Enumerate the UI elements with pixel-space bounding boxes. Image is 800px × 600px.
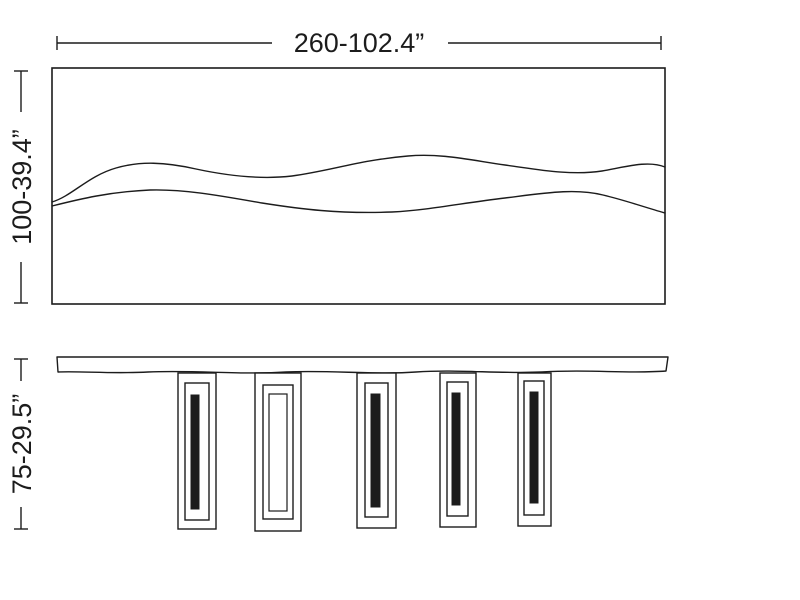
table-leg-5 [517, 372, 552, 527]
tabletop-outline [51, 67, 666, 305]
live-edge-upper-line [51, 154, 666, 203]
depth-dimension-label: 100-39.4” [7, 129, 37, 245]
depth-dimension: 100-39.4” [7, 70, 37, 304]
top-view [51, 67, 666, 305]
leg-core-slat [370, 393, 381, 508]
width-dimension-label: 260-102.4” [294, 28, 425, 58]
height-dimension: 75-29.5” [7, 358, 37, 530]
leg-core-slat [190, 394, 200, 510]
table-leg-3 [356, 372, 397, 529]
table-leg-2 [254, 372, 302, 532]
tabletop-slab [56, 356, 669, 374]
front-view [56, 356, 669, 532]
height-dimension-label: 75-29.5” [7, 394, 37, 495]
width-dimension: 260-102.4” [56, 28, 662, 58]
leg-core-slat [529, 391, 539, 504]
table-leg-4 [439, 372, 477, 528]
table-leg-1 [177, 372, 217, 530]
leg-core-slat [451, 392, 461, 506]
leg-core-slat [268, 393, 288, 512]
live-edge-lower-line [51, 189, 666, 214]
